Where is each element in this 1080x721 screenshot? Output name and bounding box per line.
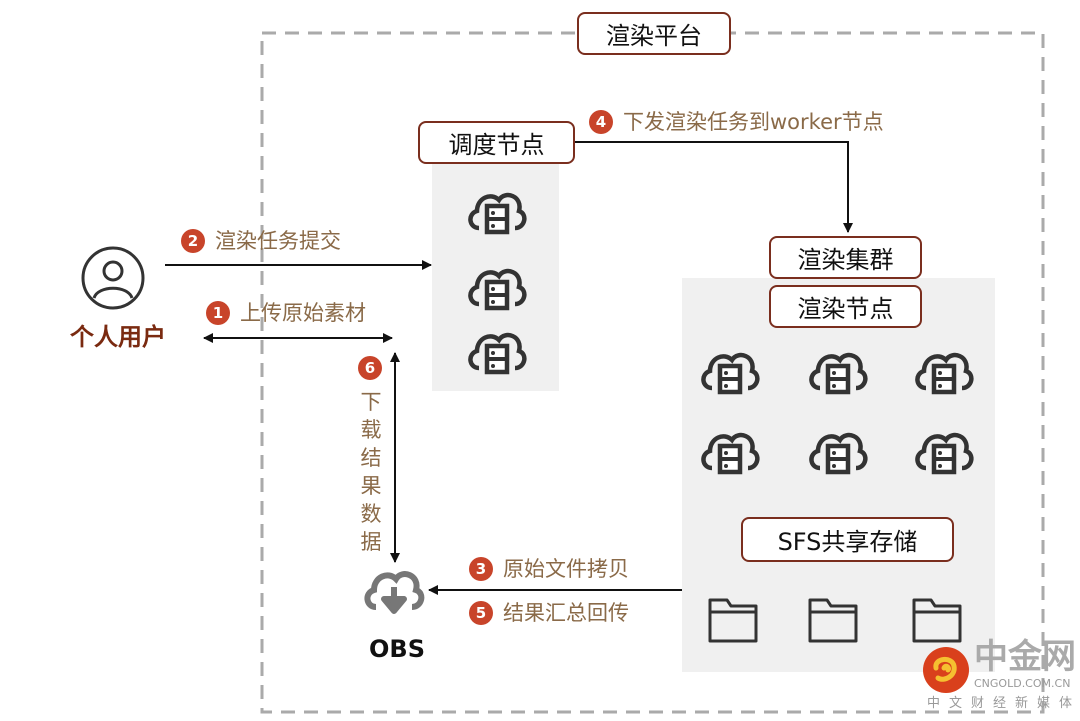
cloud-server-icon [809,352,868,395]
step-6-badge-wrap: 6 [358,356,392,380]
cloud-server-icon [915,432,974,475]
step-badge: 1 [206,301,230,325]
step-badge: 6 [358,356,382,380]
cloud-server-icon [468,192,527,235]
cloud-server-icon [809,432,868,475]
step-text: 上传原始素材 [240,301,366,325]
cloud-server-icon [701,432,760,475]
cloud-server-icon [701,352,760,395]
obs-label: OBS [369,635,425,663]
step-text: 结果汇总回传 [503,601,629,625]
step-4-label: 4 下发渲染任务到worker节点 [589,109,884,135]
step-badge: 3 [469,557,493,581]
sfs-storage-title: SFS共享存储 [741,517,954,562]
step-3-label: 3 原始文件拷贝 [469,556,629,582]
platform-boundary [260,31,1045,714]
cluster-title: 渲染集群 [769,236,922,279]
cloud-server-icon [468,268,527,311]
step-text: 原始文件拷贝 [503,557,629,581]
step-2-label: 2 渲染任务提交 [181,228,341,254]
step-5-label: 5 结果汇总回传 [469,600,629,626]
folder-icon [708,598,758,643]
step-1-label: 1 上传原始素材 [206,300,366,326]
step-badge: 4 [589,110,613,134]
scheduler-title: 调度节点 [418,121,575,164]
cngold-logo-icon [923,647,969,693]
folder-icon [808,598,858,643]
cloud-server-icon [468,332,527,375]
step-text: 渲染任务提交 [215,229,341,253]
platform-title: 渲染平台 [577,12,731,55]
watermark-domain: CNGOLD.COM.CN [974,677,1071,690]
watermark-tagline: 中文财经新媒体 [927,696,1080,711]
user-circle-icon [81,246,145,310]
arrow-dispatch [575,141,853,233]
folder-icon [912,598,962,643]
user-label: 个人用户 [70,323,166,351]
watermark-name: 中金网 [974,637,1076,677]
step-badge: 2 [181,229,205,253]
step-text: 下发渲染任务到worker节点 [623,110,884,134]
step-6-text: 下载结果数据 [360,390,382,554]
step-badge: 5 [469,601,493,625]
render-node-title: 渲染节点 [769,285,922,328]
cloud-download-icon [364,571,425,614]
cloud-server-icon [915,352,974,395]
